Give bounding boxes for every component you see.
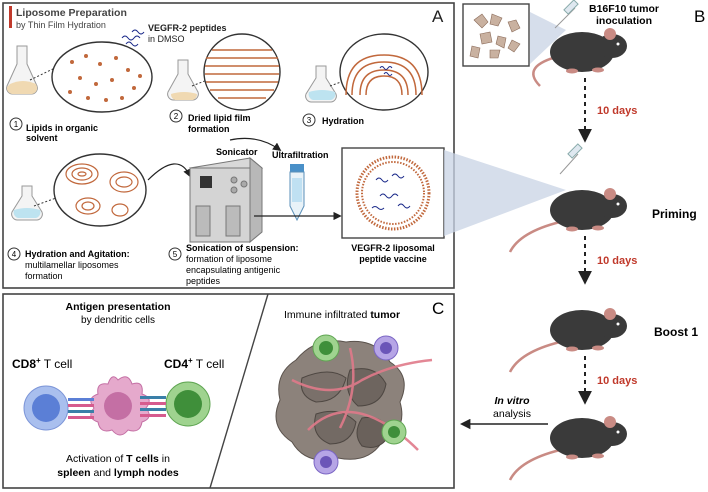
flow-arrow (147, 163, 191, 181)
vaccine-label: VEGFR-2 liposomal (351, 243, 435, 253)
cd4-label: CD4+ T cell (164, 356, 224, 371)
injection-cone (444, 150, 566, 236)
sonicator-icon (188, 156, 264, 244)
panel-a-title: Liposome Preparation (16, 7, 127, 19)
step-4-number-badge (7, 247, 21, 261)
inoculation-cone (530, 12, 566, 64)
step-3-number: 3 (307, 116, 312, 125)
boost-label: Boost 1 (654, 325, 698, 339)
step-5-number-badge (168, 247, 182, 261)
infiltrating-t-cell-icon (312, 334, 407, 445)
step-1-label-2: solvent (26, 133, 58, 143)
mouse-icon-2 (508, 188, 627, 253)
step-2-zoom-bubble (203, 33, 281, 111)
sonicator-label: Sonicator (216, 147, 258, 157)
step-2-number-badge (169, 109, 183, 123)
step-2-number: 2 (174, 112, 179, 121)
step-4-flask-icon (11, 185, 57, 221)
cd8-t-cell-icon (23, 385, 69, 431)
step-2-label-2: formation (188, 124, 230, 134)
ultrafiltration-label: Ultrafiltration (272, 150, 329, 160)
antigen-subtitle: by dendritic cells (81, 315, 155, 326)
panel-c: C Antigen presentation by dendritic cell… (2, 293, 455, 489)
step-5-number: 5 (173, 250, 178, 259)
liposome-icon (355, 155, 431, 231)
panel-a: Liposome Preparation by Thin Film Hydrat… (2, 2, 455, 289)
step-5-label: Sonication of suspension: (186, 243, 299, 253)
vaccine-label-2: peptide vaccine (359, 254, 427, 264)
step-4-label: Hydration and Agitation: (25, 249, 130, 259)
syringe-icon (554, 0, 579, 29)
step-2-label: Dried lipid film (188, 113, 251, 123)
step-3-number-badge (302, 113, 316, 127)
step-5-label-3: encapsulating antigenic (186, 265, 281, 275)
panel-a-letter: A (432, 7, 444, 26)
step-3-label: Hydration (322, 116, 364, 126)
infiltrated-title: Immune infiltrated tumor (284, 309, 400, 321)
tumor-icon (275, 340, 405, 461)
infiltrating-cd8-cell-icon (313, 335, 399, 475)
cd4-t-cell-icon (165, 381, 211, 427)
multilamellar-liposomes-icon (65, 163, 139, 217)
tube-icon (289, 164, 305, 222)
interval-3: 10 days (597, 375, 637, 387)
peptide-icon (379, 66, 393, 76)
step-1-number: 1 (14, 120, 19, 129)
mouse-icon-4 (508, 416, 627, 481)
title-accent-bar (9, 6, 12, 28)
interval-2: 10 days (597, 255, 637, 267)
step-1-zoom-bubble (51, 41, 153, 113)
step-3-zoom-bubble (339, 33, 429, 111)
dendritic-cell-icon (90, 376, 150, 436)
syringe-icon (559, 143, 583, 175)
step-4-label-2: multilamellar liposomes (25, 260, 119, 270)
panel-a-subtitle: by Thin Film Hydration (16, 20, 106, 30)
step-5-label-4: peptides (186, 276, 221, 286)
activation-text: Activation of T cells in (66, 453, 170, 465)
peptide-label: VEGFR-2 peptides (148, 23, 227, 33)
step-1-label: Lipids in organic (26, 123, 98, 133)
receptor-bridge-icon (68, 396, 166, 419)
interval-1: 10 days (597, 105, 637, 117)
step-3-flask-icon (305, 65, 353, 103)
inoculation-label-2: inoculation (596, 15, 652, 27)
panel-c-letter: C (432, 299, 444, 318)
location-text: spleen and lymph nodes (57, 467, 179, 479)
peptide-solvent-label: in DMSO (148, 34, 185, 44)
mouse-icon-1 (532, 28, 627, 87)
flow-arrow (229, 137, 282, 151)
lipid-molecules-icon (68, 54, 142, 102)
antigen-title: Antigen presentation (65, 301, 170, 313)
peptide-icon (371, 173, 411, 210)
panel-b: B B16F10 tumor inoculation 10 days (459, 0, 705, 481)
inoculation-label: B16F10 tumor (589, 3, 659, 15)
step-1-number-badge (9, 117, 23, 131)
step-4-number: 4 (12, 250, 17, 259)
step-1-flask-icon (6, 45, 56, 95)
cd8-label: CD8+ T cell (12, 356, 72, 371)
invitro-label: In vitro (494, 395, 530, 407)
mouse-icon-3 (508, 308, 627, 373)
step-5-label-2: formation of liposome (186, 254, 272, 264)
lipid-film-icon (205, 49, 279, 99)
panel-b-letter: B (694, 7, 705, 26)
hydrated-bilayer-icon (345, 54, 423, 96)
step-4-label-3: formation (25, 271, 63, 281)
panel-c-divider (209, 293, 269, 489)
analysis-label: analysis (493, 408, 531, 420)
priming-label: Priming (652, 207, 697, 221)
